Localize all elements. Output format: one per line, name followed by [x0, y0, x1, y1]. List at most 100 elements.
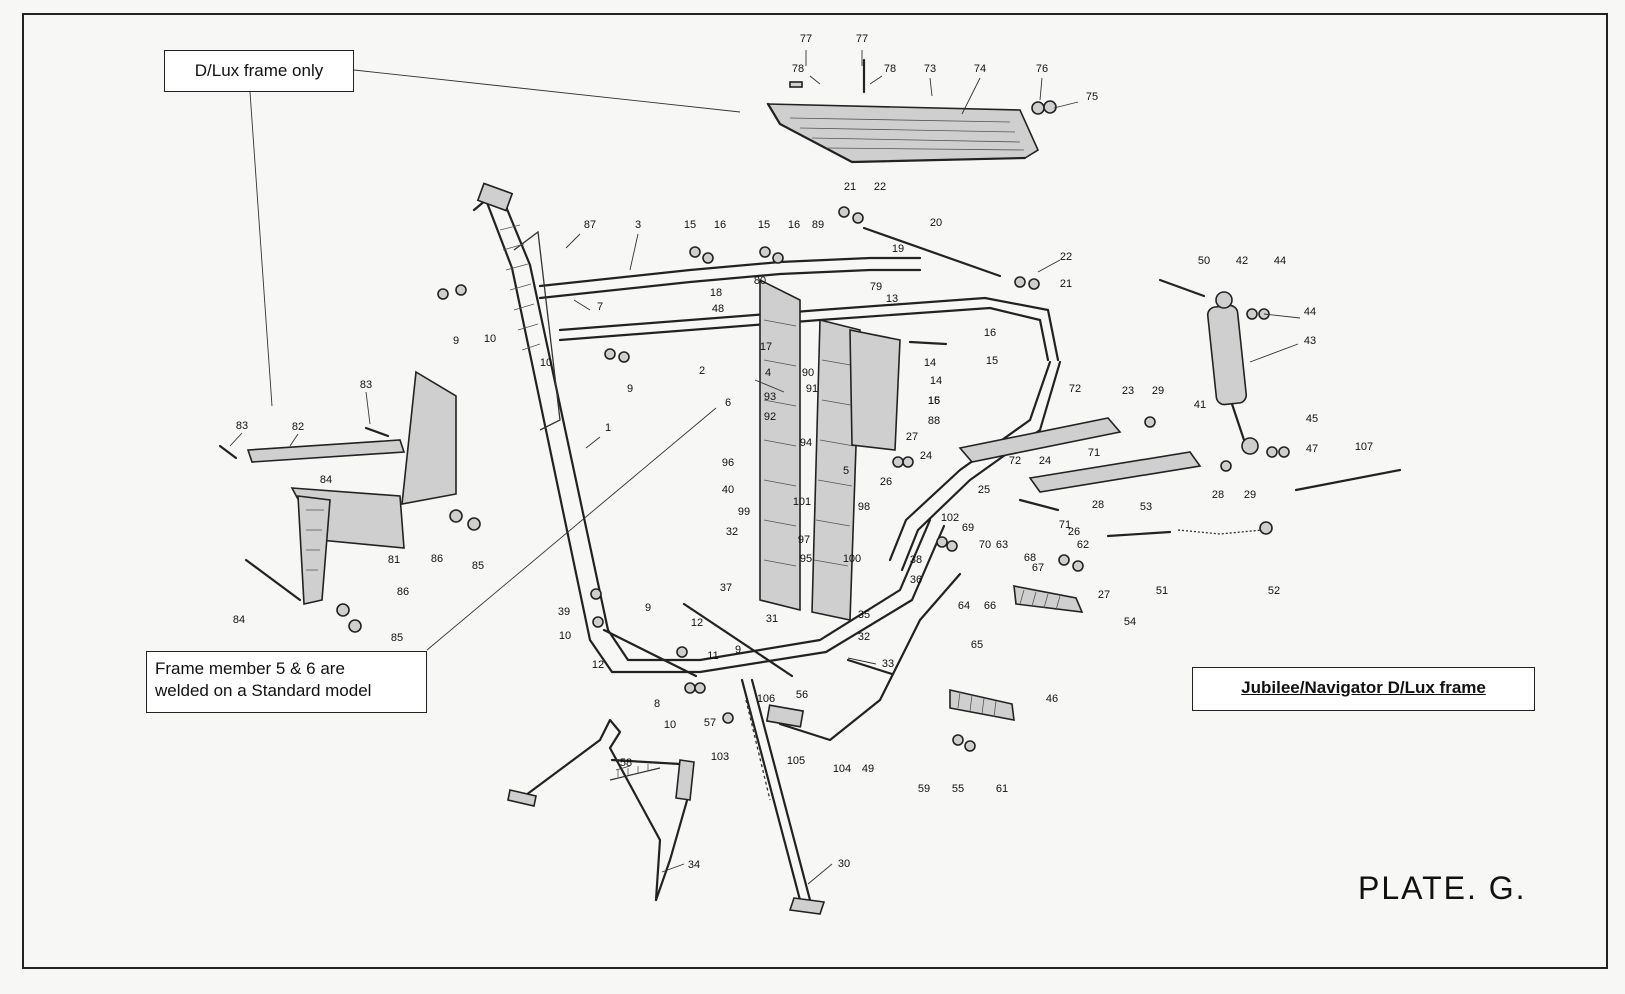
oil-tray-part: [766, 58, 1057, 164]
part-callout-78: 78: [792, 63, 804, 75]
part-callout-96: 96: [722, 457, 734, 469]
part-callout-76: 76: [1036, 63, 1048, 75]
part-callout-20: 20: [930, 217, 942, 229]
callout-leader: [847, 657, 877, 665]
part-callout-95: 95: [800, 553, 812, 565]
brake-cable-part: [1177, 521, 1273, 535]
callout-leader: [807, 863, 833, 885]
part-callout-15: 15: [684, 219, 696, 231]
part-callout-4: 4: [765, 367, 771, 379]
callout-leader: [869, 75, 883, 85]
part-callout-83: 83: [236, 420, 248, 432]
part-callout-37: 37: [720, 582, 732, 594]
part-callout-42: 42: [1236, 255, 1248, 267]
part-callout-77: 77: [800, 33, 812, 45]
part-callout-12: 12: [691, 617, 703, 629]
part-callout-84: 84: [320, 474, 332, 486]
part-callout-84: 84: [233, 614, 245, 626]
part-callout-9: 9: [627, 383, 633, 395]
part-callout-67: 67: [1032, 562, 1044, 574]
part-callout-16: 16: [788, 219, 800, 231]
part-callout-79: 79: [870, 281, 882, 293]
fasteners-part: [336, 206, 1290, 752]
part-callout-80: 80: [754, 275, 766, 287]
part-callout-56: 56: [796, 689, 808, 701]
callout-leader: [615, 765, 631, 771]
standard-model-note: Frame member 5 & 6 are welded on a Stand…: [146, 651, 427, 713]
part-callout-18: 18: [710, 287, 722, 299]
note-leaders: [249, 69, 741, 651]
part-callout-86: 86: [431, 553, 443, 565]
part-callout-81: 81: [388, 554, 400, 566]
part-callout-39: 39: [558, 606, 570, 618]
part-callout-28: 28: [1092, 499, 1104, 511]
callout-leader: [661, 863, 685, 873]
part-callout-38: 38: [910, 554, 922, 566]
part-callout-74: 74: [974, 63, 986, 75]
part-callout-51: 51: [1156, 585, 1168, 597]
part-callout-15: 15: [758, 219, 770, 231]
part-callout-75: 75: [1086, 91, 1098, 103]
part-callout-86: 86: [397, 586, 409, 598]
part-callout-21: 21: [844, 181, 856, 193]
part-callout-48: 48: [712, 303, 724, 315]
callout-leader: [1053, 101, 1079, 109]
part-callout-99: 99: [738, 506, 750, 518]
part-callout-107: 107: [1355, 441, 1373, 453]
part-callout-40: 40: [722, 484, 734, 496]
callout-leader: [809, 75, 821, 85]
dlux-frame-only-note: D/Lux frame only: [164, 50, 354, 92]
part-callout-15: 15: [928, 395, 940, 407]
part-callout-43: 43: [1304, 335, 1316, 347]
part-callout-10: 10: [559, 630, 571, 642]
part-callout-23: 23: [1122, 385, 1134, 397]
standard-note-line-1: Frame member 5 & 6 are: [155, 659, 345, 678]
part-callout-44: 44: [1274, 255, 1286, 267]
part-callout-22: 22: [874, 181, 886, 193]
part-callout-36: 36: [910, 574, 922, 586]
rods-part: [602, 226, 1402, 678]
part-callout-88: 88: [928, 415, 940, 427]
part-callout-29: 29: [1244, 489, 1256, 501]
footrest-part: [949, 585, 1084, 721]
part-callout-29: 29: [1152, 385, 1164, 397]
part-callout-9: 9: [645, 602, 651, 614]
part-callout-85: 85: [391, 632, 403, 644]
main-frame-part: [472, 182, 1062, 674]
part-callout-57: 57: [704, 717, 716, 729]
part-callout-41: 41: [1194, 399, 1206, 411]
part-callout-8: 8: [654, 698, 660, 710]
part-callout-73: 73: [924, 63, 936, 75]
part-callout-17: 17: [760, 341, 772, 353]
centre-stand-part: [507, 718, 695, 902]
part-callout-49: 49: [862, 763, 874, 775]
callout-leader: [229, 432, 243, 447]
part-callout-27: 27: [906, 431, 918, 443]
part-callout-19: 19: [892, 243, 904, 255]
part-callout-14: 14: [930, 375, 942, 387]
part-callout-1: 1: [605, 422, 611, 434]
callout-leader: [573, 299, 591, 311]
part-callout-104: 104: [833, 763, 851, 775]
part-callout-59: 59: [918, 783, 930, 795]
part-callout-34: 34: [688, 859, 700, 871]
part-callout-72: 72: [1069, 383, 1081, 395]
part-callout-100: 100: [843, 553, 861, 565]
part-callout-94: 94: [800, 437, 812, 449]
part-callout-93: 93: [764, 391, 776, 403]
dlux-frame-only-text: D/Lux frame only: [194, 61, 324, 80]
part-callout-9: 9: [735, 644, 741, 656]
part-callout-71: 71: [1059, 519, 1071, 531]
part-callout-33: 33: [882, 658, 894, 670]
callout-leader: [1039, 77, 1043, 101]
part-callout-46: 46: [1046, 693, 1058, 705]
part-callout-66: 66: [984, 600, 996, 612]
part-callout-77: 77: [856, 33, 868, 45]
part-callout-2: 2: [699, 365, 705, 377]
callout-leader: [961, 77, 981, 115]
prop-stand-part: [740, 678, 826, 915]
callout-leader: [289, 433, 299, 447]
standard-note-line-2: welded on a Standard model: [155, 681, 372, 700]
